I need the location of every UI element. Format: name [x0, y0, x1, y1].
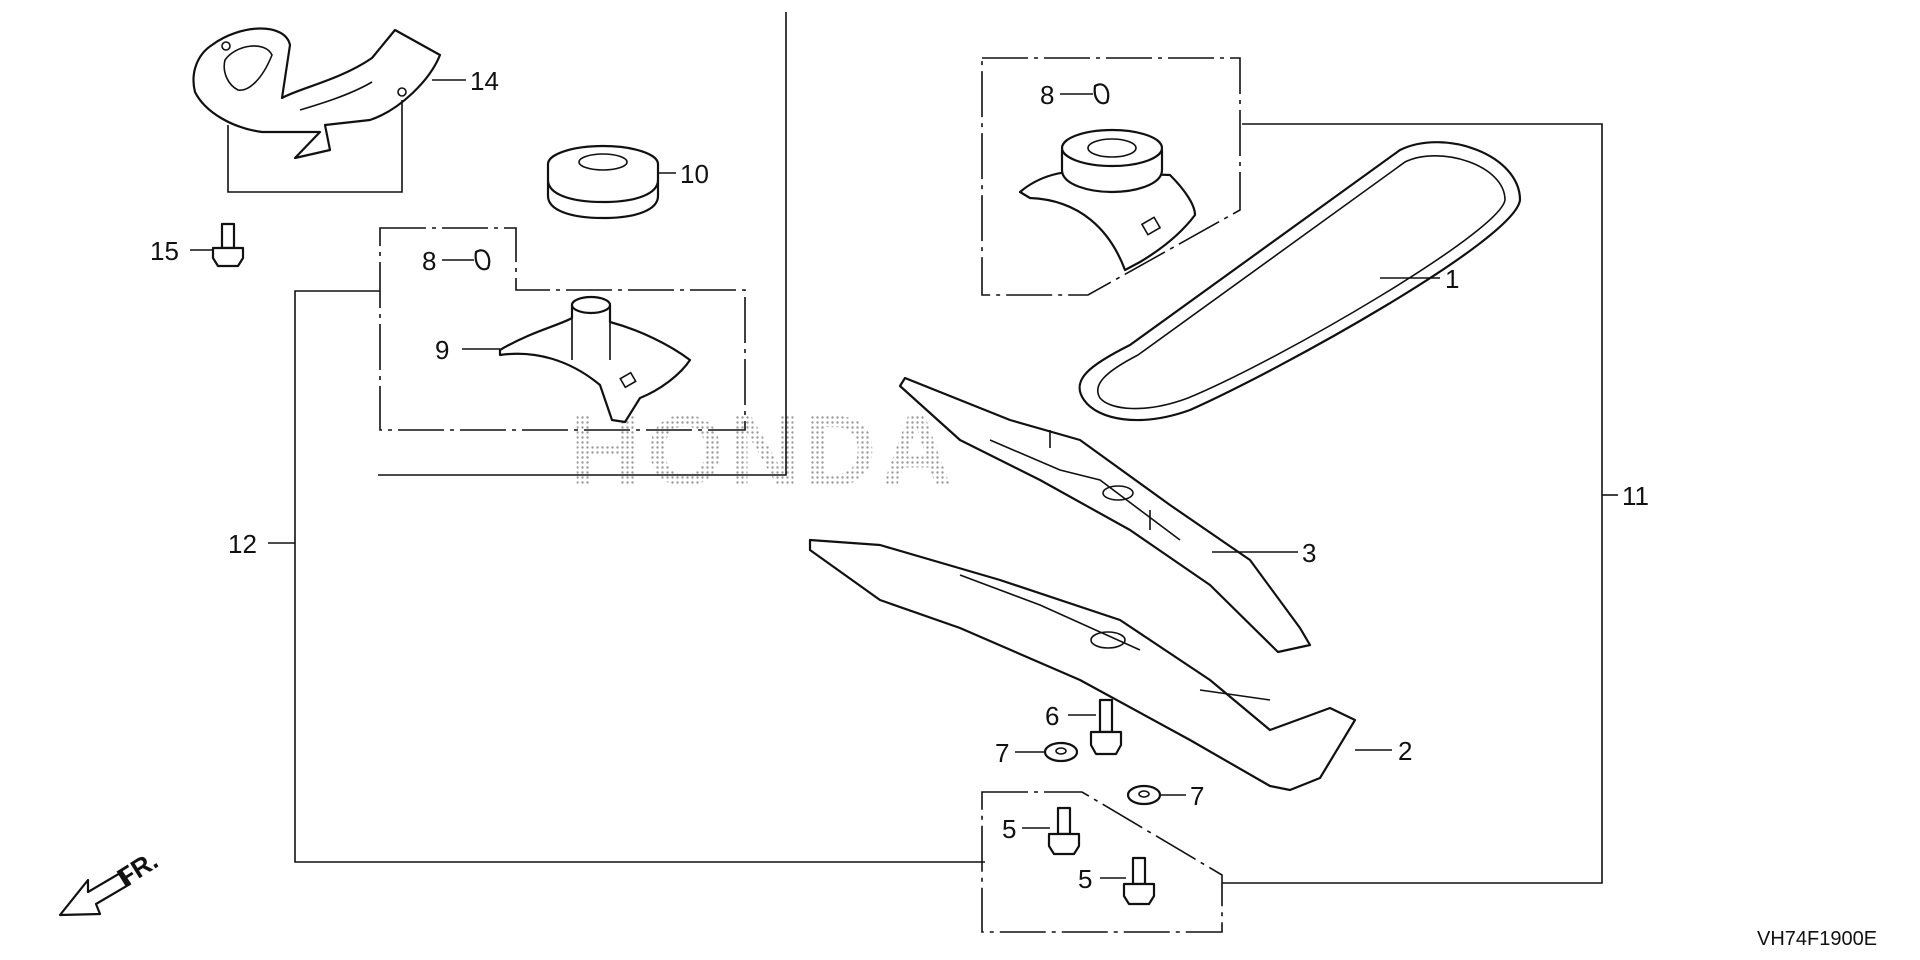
callout-5-lower: 5 [1078, 864, 1092, 894]
blade-adapter-part-9 [498, 295, 692, 424]
callout-10: 10 [680, 159, 709, 189]
divider-line [378, 12, 787, 476]
belt-part [1078, 141, 1522, 422]
washer-part-right [1126, 784, 1162, 806]
key-part-left [474, 249, 491, 271]
callout-12: 12 [228, 529, 257, 559]
bolt-part-5-lower [1122, 856, 1156, 906]
bushing-part [546, 144, 660, 220]
callout-7-right: 7 [1190, 781, 1204, 811]
bolt-part-15 [211, 222, 245, 268]
bolt-part-5-upper [1047, 806, 1081, 856]
callout-8-left: 8 [422, 246, 436, 276]
leader-14-group [227, 100, 403, 193]
bracket-12 [294, 290, 985, 863]
lower-blade-part [808, 538, 1357, 792]
callout-5-upper: 5 [1002, 814, 1016, 844]
callout-1: 1 [1445, 264, 1459, 294]
blade-guard-part [192, 27, 442, 160]
frame-adapter-left [379, 227, 746, 431]
honda-watermark: HONDA [570, 395, 957, 507]
callout-7-left: 7 [995, 738, 1009, 768]
callout-3: 3 [1302, 538, 1316, 568]
callout-2: 2 [1398, 736, 1412, 766]
pulley-adapter-part [1018, 128, 1197, 272]
bracket-11 [1222, 123, 1603, 884]
frame-adapter-top [981, 57, 1241, 296]
washer-part-left [1043, 741, 1079, 763]
callout-9: 9 [435, 335, 449, 365]
upper-blade-part [898, 376, 1312, 654]
callout-11: 11 [1622, 481, 1649, 511]
callout-15: 15 [150, 236, 179, 266]
frame-bolts [981, 791, 1223, 933]
callout-6: 6 [1045, 701, 1059, 731]
diagram-code: VH74F1900E [1757, 928, 1877, 950]
front-arrow-icon [58, 870, 132, 917]
bolt-part-6 [1089, 698, 1123, 756]
callout-8-right: 8 [1040, 80, 1054, 110]
callout-14: 14 [470, 66, 499, 96]
key-part-right [1093, 83, 1110, 105]
